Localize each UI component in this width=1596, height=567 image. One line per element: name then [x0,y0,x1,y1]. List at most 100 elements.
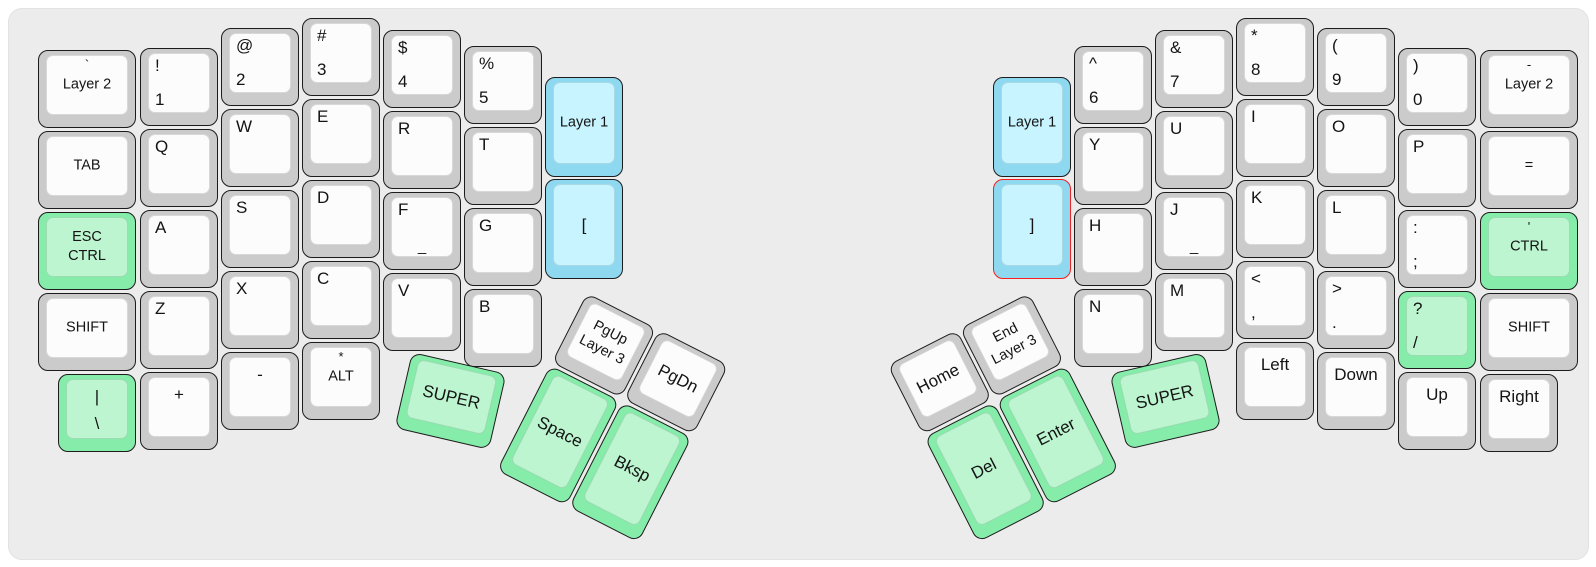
key-label-line: Enter [1033,414,1079,450]
keycap-face: Down [1325,357,1387,417]
keycap-face: + [148,377,210,437]
key-label-line: Space [534,412,586,452]
key-e[interactable]: E [302,99,380,177]
key-q[interactable]: Q [140,129,218,207]
key-label: A [155,218,167,237]
key-label: ; [1413,252,1418,271]
key-label: Q [155,137,169,156]
key-o[interactable]: O [1317,109,1395,187]
key-label: Y [1089,135,1101,154]
key-label: Right [1489,383,1549,410]
key-label: SHIFT [1489,319,1569,338]
key-period[interactable]: >. [1317,271,1395,349]
key-label: _ [1189,238,1199,255]
key-label: Left [1245,351,1305,378]
key-g[interactable]: G [464,208,542,286]
key-label: % [479,54,495,73]
key-r[interactable]: R [383,111,461,189]
key-label: Layer 2 [47,76,127,95]
key-label: R [398,119,411,138]
key-t[interactable]: T [464,127,542,205]
keycap-face: *8 [1244,23,1306,83]
key-arrow-down[interactable]: Down [1317,352,1395,430]
key-7[interactable]: &7 [1155,30,1233,108]
key-label-line: - [257,365,263,384]
keycap-face: !1 [148,53,210,113]
key-label: C [317,269,330,288]
key-3[interactable]: #3 [302,18,380,96]
key-1[interactable]: !1 [140,48,218,126]
key-v[interactable]: V [383,273,461,351]
keycap-face: Q [148,134,210,194]
key-shift-left[interactable]: SHIFT [38,293,136,371]
key-quote-ctrl[interactable]: 'CTRL [1480,212,1578,290]
key-2[interactable]: @2 [221,28,299,106]
keycap-face: F_ [391,197,453,257]
keycap-face: Layer 1 [553,82,615,164]
key-arrow-left[interactable]: Left [1236,342,1314,420]
keycap-face: TAB [46,136,128,196]
key-left-bracket[interactable]: [ [545,179,623,279]
key-label: 8 [1251,60,1261,79]
key-label-line: [ [581,215,587,235]
key-arrow-right[interactable]: Right [1480,374,1558,452]
key-d[interactable]: D [302,180,380,258]
key-0[interactable]: )0 [1398,48,1476,126]
key-label: |\ [67,383,127,437]
key-right-bracket[interactable]: ] [993,179,1071,279]
key-label: M [1170,281,1185,300]
key-h[interactable]: H [1074,208,1152,286]
key-5[interactable]: %5 [464,46,542,124]
key-y[interactable]: Y [1074,127,1152,205]
key-i[interactable]: I [1236,99,1314,177]
key-b[interactable]: B [464,289,542,367]
key-equals[interactable]: = [1480,131,1578,209]
key-plus[interactable]: + [140,372,218,450]
key-9[interactable]: (9 [1317,28,1395,106]
key-pipe-backslash[interactable]: |\ [58,374,136,452]
key-arrow-up[interactable]: Up [1398,372,1476,450]
key-layer1-right[interactable]: Layer 1 [993,77,1071,177]
key-label: $ [398,38,408,57]
key-label: ! [155,56,160,75]
key-c[interactable]: C [302,261,380,339]
key-k[interactable]: K [1236,180,1314,258]
key-asterisk-alt[interactable]: *ALT [302,342,380,420]
key-a[interactable]: A [140,210,218,288]
key-label: X [236,279,248,298]
keycap-face: Z [148,296,210,356]
key-tab[interactable]: TAB [38,131,136,209]
key-label: 3 [317,60,327,79]
keycap-face: )0 [1406,53,1468,113]
key-label-line: Layer 1 [559,114,609,131]
key-4[interactable]: $4 [383,30,461,108]
key-n[interactable]: N [1074,289,1152,367]
key-p[interactable]: P [1398,129,1476,207]
key-x[interactable]: X [221,271,299,349]
key-label: Layer 2 [1489,76,1569,95]
key-shift-right[interactable]: SHIFT [1480,293,1578,371]
key-layer2-left[interactable]: `Layer 2 [38,50,136,128]
key-f[interactable]: F_ [383,192,461,270]
key-s[interactable]: S [221,190,299,268]
key-slash[interactable]: ?/ [1398,291,1476,369]
key-6[interactable]: ^6 [1074,46,1152,124]
key-minus[interactable]: - [221,352,299,430]
key-layer1-left[interactable]: Layer 1 [545,77,623,177]
key-u[interactable]: U [1155,111,1233,189]
key-l[interactable]: L [1317,190,1395,268]
key-j[interactable]: J_ [1155,192,1233,270]
key-label: Z [155,299,166,318]
key-comma[interactable]: <, [1236,261,1314,339]
keycap-face: Right [1488,379,1550,439]
key-semicolon[interactable]: :; [1398,210,1476,288]
key-z[interactable]: Z [140,291,218,369]
key-m[interactable]: M [1155,273,1233,351]
keycap-face: O [1325,114,1387,174]
key-8[interactable]: *8 [1236,18,1314,96]
key-w[interactable]: W [221,109,299,187]
key-layer2-right[interactable]: -Layer 2 [1480,50,1578,128]
key-label-line: SHIFT [66,319,108,336]
